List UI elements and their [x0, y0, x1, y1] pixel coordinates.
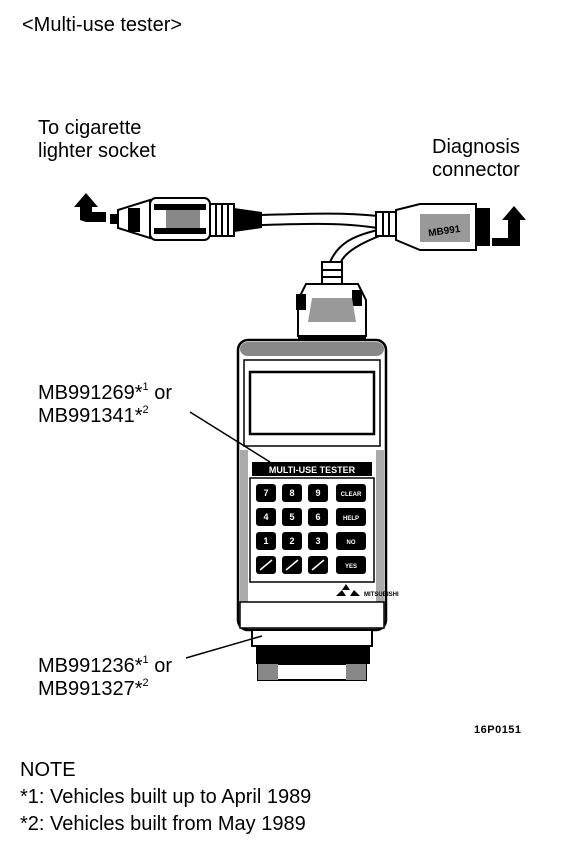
- keypad-key-label: 9: [315, 488, 320, 498]
- cartridge-part-number-label: MB991236*1 or MB991327*2: [38, 654, 173, 701]
- maker-logo-icon: [336, 584, 360, 596]
- cigarette-socket-label: To cigarette lighter socket: [38, 117, 156, 162]
- diagnosis-connector: MB991: [375, 203, 490, 251]
- keypad-key-label: HELP: [343, 516, 359, 522]
- figure-title: <Multi-use tester>: [22, 14, 183, 36]
- leader-lines: [185, 411, 271, 659]
- keypad-key[interactable]: 3: [308, 532, 328, 550]
- keypad-key[interactable]: 5: [282, 508, 302, 526]
- maker-text: MITSUBISHI: [364, 592, 399, 598]
- arrow-right-icon: [492, 206, 526, 246]
- figure-id: 16P0151: [474, 724, 522, 736]
- tester-part-number-label: MB991269*1 or MB991341*2: [38, 381, 173, 428]
- arrow-left-icon: [74, 193, 106, 222]
- keypad-key-label: 7: [263, 488, 268, 498]
- diagnosis-connector-label: Diagnosis connector: [432, 136, 520, 181]
- keypad-key-label: 2: [289, 536, 294, 546]
- keypad-key[interactable]: [282, 556, 302, 574]
- tester-brand: MULTI-USE TESTER: [269, 465, 356, 475]
- keypad-key-label: 8: [289, 488, 294, 498]
- keypad-key[interactable]: [308, 556, 328, 574]
- cigarette-plug: [110, 197, 262, 241]
- keypad-key[interactable]: 2: [282, 532, 302, 550]
- keypad-key-label: 6: [315, 512, 320, 522]
- connector-label: MB991: [428, 224, 462, 239]
- bottom-adapter: [251, 629, 373, 681]
- keypad-key[interactable]: NO: [336, 532, 366, 550]
- tester-cable-plug: [296, 261, 367, 344]
- cable: [261, 212, 391, 265]
- keypad-key-label: 4: [263, 512, 268, 522]
- keypad-key-label: 3: [315, 536, 320, 546]
- note-item-2: *2: Vehicles built from May 1989: [20, 813, 306, 835]
- keypad-key-label: YES: [345, 564, 357, 570]
- note-block: NOTE *1: Vehicles built up to April 1989…: [20, 757, 311, 838]
- tester-keypad: 7 8 9 CLEAR 4 5 6 HELP 1 2 3 NO YES: [256, 484, 366, 574]
- keypad-key-label: NO: [347, 540, 356, 546]
- keypad-key-label: 5: [289, 512, 294, 522]
- tester-display: [248, 370, 376, 436]
- note-heading: NOTE: [20, 759, 76, 781]
- keypad-key[interactable]: 9: [308, 484, 328, 502]
- keypad-key[interactable]: HELP: [336, 508, 366, 526]
- keypad-key-label: 1: [263, 536, 268, 546]
- keypad-key[interactable]: YES: [336, 556, 366, 574]
- note-item-1: *1: Vehicles built up to April 1989: [20, 786, 312, 808]
- keypad-key[interactable]: 8: [282, 484, 302, 502]
- keypad-key[interactable]: CLEAR: [336, 484, 366, 502]
- keypad-key[interactable]: 6: [308, 508, 328, 526]
- keypad-key[interactable]: 4: [256, 508, 276, 526]
- keypad-key[interactable]: [256, 556, 276, 574]
- keypad-key[interactable]: 1: [256, 532, 276, 550]
- keypad-key-label: CLEAR: [341, 492, 362, 498]
- keypad-key[interactable]: 7: [256, 484, 276, 502]
